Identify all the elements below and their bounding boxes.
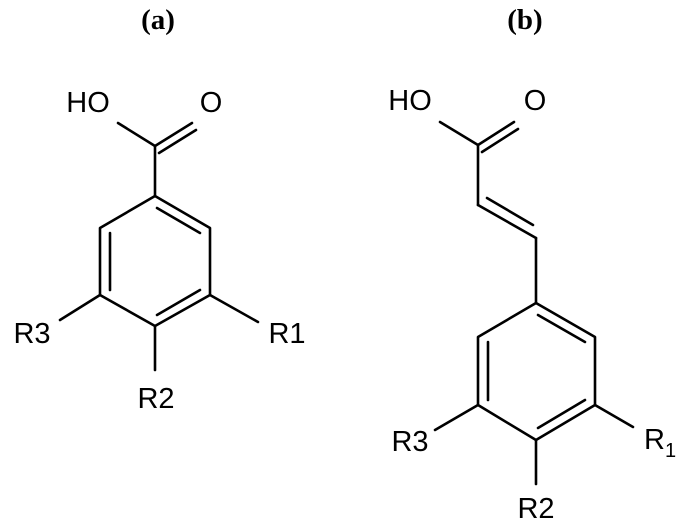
panel-b-r2-label: R2 bbox=[517, 493, 554, 525]
panel-b-alkene-bond-1 bbox=[476, 203, 538, 240]
panel-a-ring-inner-bond-1 bbox=[155, 206, 202, 235]
panel-a-r1-label: R1 bbox=[268, 318, 305, 350]
panel-b-c-o-double-bond-1 bbox=[476, 120, 516, 147]
panel-a-hydroxyl-label: HO bbox=[66, 87, 110, 119]
panel-a-label: (a) bbox=[141, 4, 175, 36]
panel-b-r1-label: R1 bbox=[644, 424, 676, 462]
panel-a-r2-label: R2 bbox=[137, 383, 174, 415]
panel-b-r1-main: R bbox=[644, 424, 665, 456]
panel-b-c-oh-bond bbox=[438, 120, 480, 147]
panel-b-r3-label: R3 bbox=[391, 426, 428, 458]
panel-b-r1-bond bbox=[593, 403, 635, 429]
panel-b-oxygen-label: O bbox=[524, 85, 547, 117]
panel-a-r3-bond bbox=[58, 293, 102, 322]
panel-b-label: (b) bbox=[507, 4, 542, 36]
panel-b-r1-subscript: 1 bbox=[665, 440, 676, 462]
panel-b: (b) HO O R1 R3 R2 bbox=[388, 4, 676, 525]
panel-b-ring-inner-bond-1 bbox=[536, 313, 587, 344]
panel-a: (a) HO O R1 R3 R2 bbox=[13, 4, 305, 415]
panel-a-c-o-double-bond-1 bbox=[153, 121, 194, 148]
panel-a-ring-inner-bond-2 bbox=[155, 288, 202, 317]
panel-a-bonds bbox=[58, 121, 260, 372]
panel-b-alkene-bond-2 bbox=[485, 196, 535, 227]
panel-a-benzene-ring bbox=[98, 194, 212, 328]
panel-b-bonds bbox=[433, 120, 635, 486]
panel-b-r3-bond bbox=[433, 403, 480, 432]
panel-a-c-oh-bond bbox=[116, 121, 157, 148]
panel-b-ring-inner-bond-2 bbox=[536, 398, 587, 430]
panel-b-c-o-double-bond-2 bbox=[480, 127, 520, 154]
panel-b-hydroxyl-label: HO bbox=[388, 85, 432, 117]
panel-a-c-o-double-bond-2 bbox=[157, 128, 198, 155]
panel-b-benzene-ring bbox=[476, 301, 597, 442]
panel-a-r3-label: R3 bbox=[13, 318, 50, 350]
panel-a-oxygen-label: O bbox=[200, 87, 223, 119]
panel-a-r1-bond bbox=[208, 293, 260, 324]
